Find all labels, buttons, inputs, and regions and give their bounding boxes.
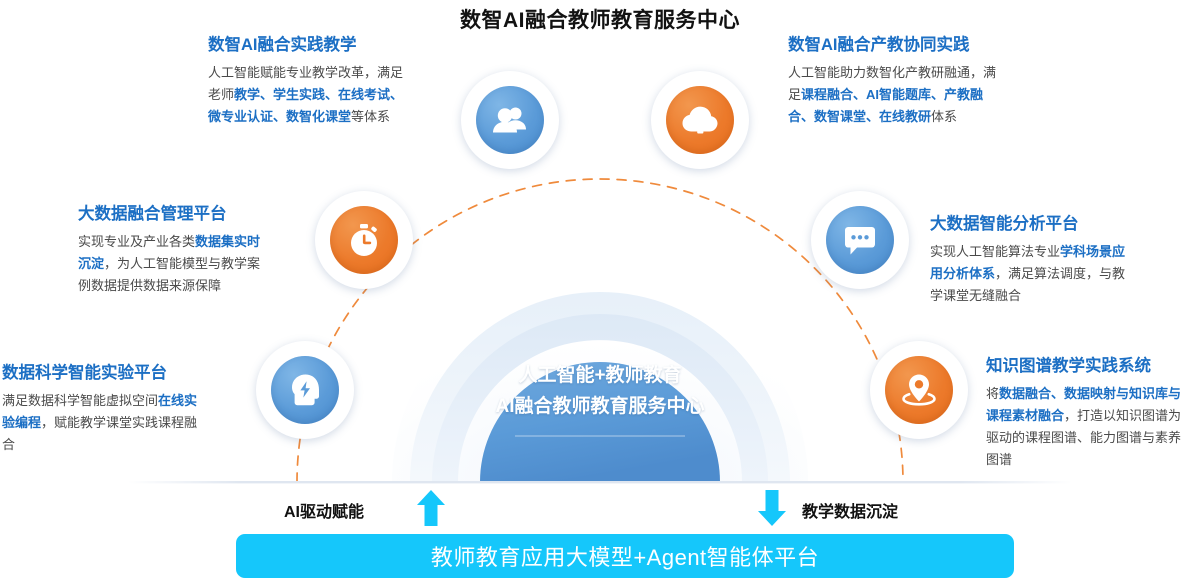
flow-label-right: 教学数据沉淀 <box>802 504 899 521</box>
bottom-platform-label: 教师教育应用大模型+Agent智能体平台 <box>430 545 820 570</box>
node-knowledge-graph[interactable] <box>870 341 968 439</box>
node-data-science-lab[interactable] <box>256 341 354 439</box>
location-pin-icon <box>885 356 953 424</box>
arrow-down-icon <box>757 489 787 532</box>
node-practice-teaching[interactable] <box>461 71 559 169</box>
card-title: 数智AI融合实践教学 <box>208 36 357 54</box>
node-bigdata-management[interactable] <box>315 191 413 289</box>
card-body: 实现人工智能算法专业学科场景应用分析体系，满足算法调度，与教学课堂无缝融合 <box>930 244 1126 303</box>
card-bigdata-analysis: 大数据智能分析平台 实现人工智能算法专业学科场景应用分析体系，满足算法调度，与教… <box>930 213 1130 307</box>
card-title: 数智AI融合产教协同实践 <box>788 36 970 54</box>
card-body: 将数据融合、数据映射与知识库与课程素材融合，打造以知识图谱为驱动的课程图谱、能力… <box>986 386 1182 467</box>
chat-bubble-icon <box>826 206 894 274</box>
ground-baseline <box>128 481 1072 484</box>
card-industry-education: 数智AI融合产教协同实践 人工智能助力数智化产教研融通，满足课程融合、AI智能题… <box>788 34 1003 128</box>
center-dome-line2: AI融合教师教育服务中心 <box>495 396 705 417</box>
center-dome <box>480 362 720 482</box>
card-bigdata-management: 大数据融合管理平台 实现专业及产业各类数据集实时沉淀，为人工智能模型与教学案例数… <box>78 203 268 297</box>
card-title: 大数据智能分析平台 <box>930 215 1079 233</box>
card-body: 人工智能助力数智化产教研融通，满足课程融合、AI智能题库、产教融合、数智课堂、在… <box>788 65 997 124</box>
cloud-upload-icon <box>666 86 734 154</box>
dashed-connector-arc <box>296 178 904 483</box>
bottom-platform-bar[interactable]: 教师教育应用大模型+Agent智能体平台 <box>236 534 1014 578</box>
card-body: 满足数据科学智能虚拟空间在线实验编程，赋能教学课堂实践课程融合 <box>2 393 198 452</box>
card-knowledge-graph: 知识图谱教学实践系统 将数据融合、数据映射与知识库与课程素材融合，打造以知识图谱… <box>986 355 1186 471</box>
center-arc-outer <box>410 292 790 482</box>
card-data-science-lab: 数据科学智能实验平台 满足数据科学智能虚拟空间在线实验编程，赋能教学课堂实践课程… <box>2 362 202 456</box>
center-arc-middle <box>432 314 768 482</box>
card-title: 知识图谱教学实践系统 <box>986 357 1151 375</box>
card-title: 大数据融合管理平台 <box>78 205 227 223</box>
center-dome-label: 人工智能+教师教育 AI融合教师教育服务中心 <box>470 360 730 422</box>
arrow-up-icon <box>416 489 446 532</box>
center-dome-line1: 人工智能+教师教育 <box>518 365 682 386</box>
ai-head-icon <box>271 356 339 424</box>
stopwatch-icon <box>330 206 398 274</box>
card-body: 实现专业及产业各类数据集实时沉淀，为人工智能模型与教学案例数据提供数据来源保障 <box>78 234 261 293</box>
card-title: 数据科学智能实验平台 <box>2 364 167 382</box>
people-icon <box>476 86 544 154</box>
page-title: 数智AI融合教师教育服务中心 <box>460 9 740 32</box>
flow-label-left: AI驱动赋能 <box>284 504 365 521</box>
card-practice-teaching: 数智AI融合实践教学 人工智能赋能专业教学改革，满足老师教学、学生实践、在线考试… <box>208 34 413 128</box>
card-body: 人工智能赋能专业教学改革，满足老师教学、学生实践、在线考试、微专业认证、数智化课… <box>208 65 404 124</box>
node-bigdata-analysis[interactable] <box>811 191 909 289</box>
node-industry-education[interactable] <box>651 71 749 169</box>
